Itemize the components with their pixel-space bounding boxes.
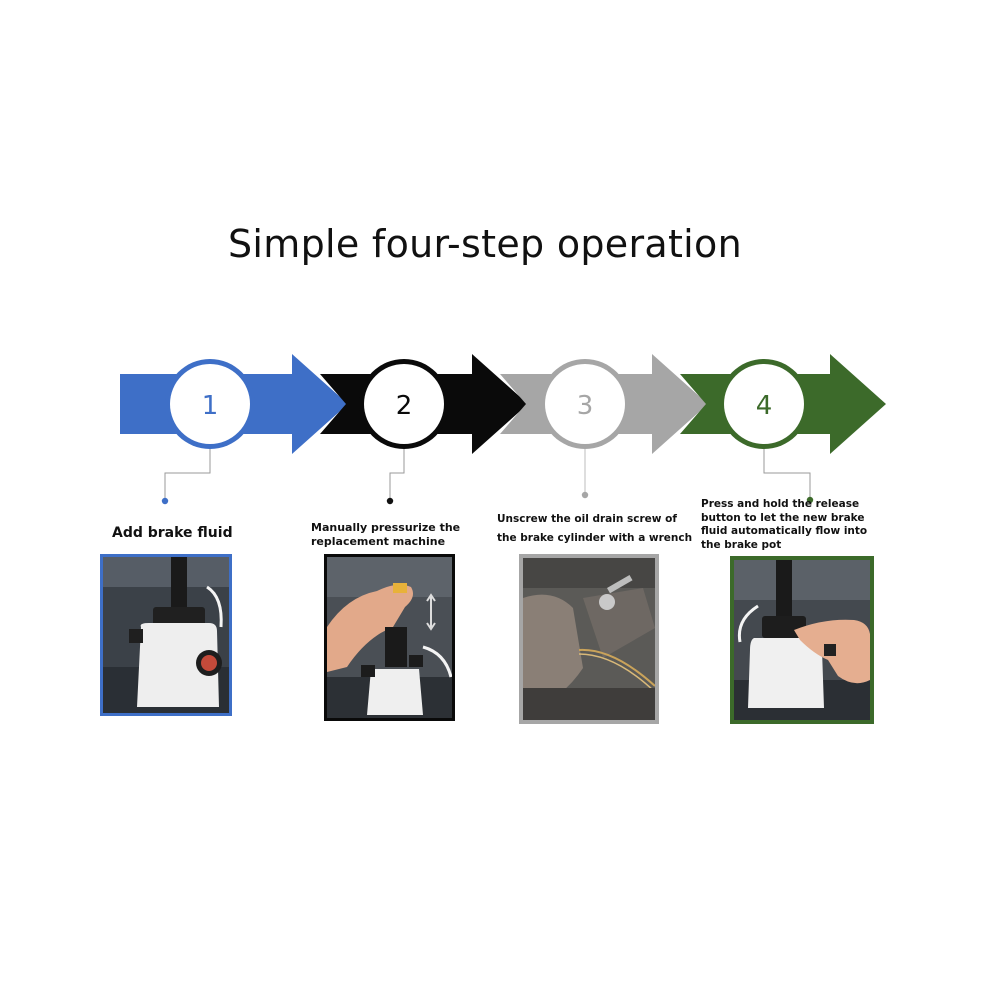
step-2-caption-line: Manually pressurize the — [311, 521, 461, 534]
step-3-caption-line: Unscrew the oil drain screw of — [497, 513, 677, 525]
step-4-photo — [730, 556, 874, 724]
step-2-number: 2 — [396, 391, 413, 421]
step-1-badge: 1 — [165, 359, 255, 449]
step-3-caption-line: the brake cylinder with a wrench — [497, 532, 693, 545]
step-4-caption-line: Press and hold the release — [701, 498, 860, 510]
step-4-caption-line: button to let the new brake — [701, 511, 865, 524]
step-2-leader — [386, 449, 405, 505]
step-1-caption: Add brake fluid — [112, 524, 233, 542]
step-4-leader — [763, 449, 814, 504]
step-3-number: 3 — [577, 391, 594, 421]
step-2-caption: Manually pressurize the replacement mach… — [311, 521, 460, 550]
step-4-caption-line: the brake pot — [701, 538, 782, 551]
step-3-caption: Unscrew the oil drain screw of the brake… — [497, 510, 692, 549]
step-4-number: 4 — [756, 391, 773, 421]
step-3-leader — [581, 449, 589, 499]
step-1-number: 1 — [202, 391, 219, 421]
step-1-photo — [100, 554, 232, 716]
page-title: Simple four-step operation — [228, 222, 742, 266]
step-3-photo — [519, 554, 659, 724]
step-1-leader — [161, 449, 211, 505]
step-1-caption-line: Add brake fluid — [112, 525, 233, 541]
step-4-badge: 4 — [719, 359, 809, 449]
step-4-caption-line: fluid automatically flow into — [701, 525, 868, 538]
step-2-badge: 2 — [359, 359, 449, 449]
step-3-badge: 3 — [540, 359, 630, 449]
step-2-photo — [324, 554, 455, 721]
step-4-caption: Press and hold the release button to let… — [701, 498, 867, 553]
step-2-caption-line: replacement machine — [311, 535, 446, 549]
